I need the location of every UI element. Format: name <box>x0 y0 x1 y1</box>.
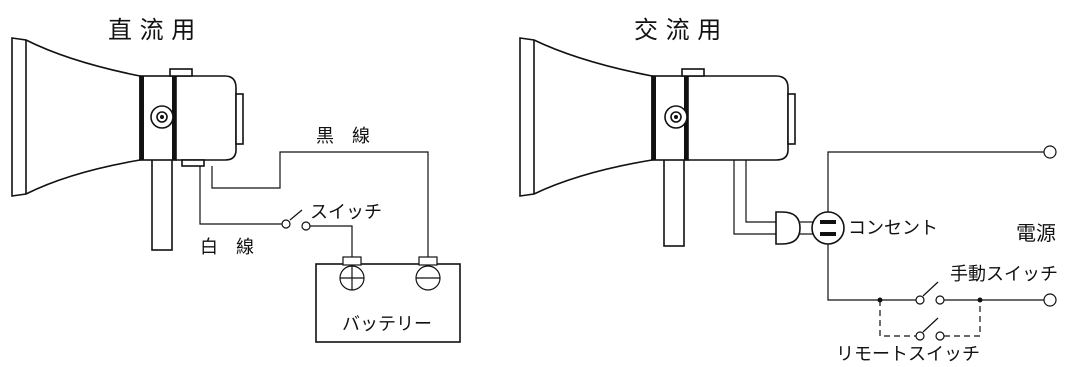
ac-remote-switch-label: リモートスイッチ <box>836 344 980 365</box>
battery-minus-terminal <box>415 265 441 291</box>
dc-horn-speaker <box>11 37 244 251</box>
ac-supply-wires <box>827 145 1057 307</box>
ac-remote-switch: リモートスイッチ <box>836 300 981 365</box>
dc-battery: バッテリー <box>315 256 461 343</box>
ac-outlet: コンセント <box>811 211 938 245</box>
ac-horn-speaker <box>519 37 796 247</box>
ac-power-label: 電源 <box>1016 221 1056 245</box>
power-terminal-top <box>1043 145 1057 159</box>
power-terminal-bottom <box>1043 293 1057 307</box>
ac-manual-switch: 手動スイッチ <box>915 264 1058 305</box>
dc-diagram: 直 流 用 <box>11 16 461 343</box>
dc-switch-label: スイッチ <box>310 202 382 223</box>
ac-plug <box>733 160 814 245</box>
ac-diagram: 交 流 用 コンセント <box>519 16 1058 365</box>
dc-battery-label: バッテリー <box>342 314 432 335</box>
battery-plus-terminal <box>339 265 365 291</box>
dc-black-wire-label: 黒 線 <box>316 126 370 147</box>
dc-white-wire-label: 白 線 <box>200 237 254 258</box>
ac-outlet-label: コンセント <box>848 218 938 239</box>
ac-title: 交 流 用 <box>634 16 721 44</box>
ac-manual-switch-label: 手動スイッチ <box>950 264 1058 285</box>
dc-switch <box>281 209 311 231</box>
dc-wires <box>199 151 429 258</box>
dc-title: 直 流 用 <box>108 16 195 44</box>
